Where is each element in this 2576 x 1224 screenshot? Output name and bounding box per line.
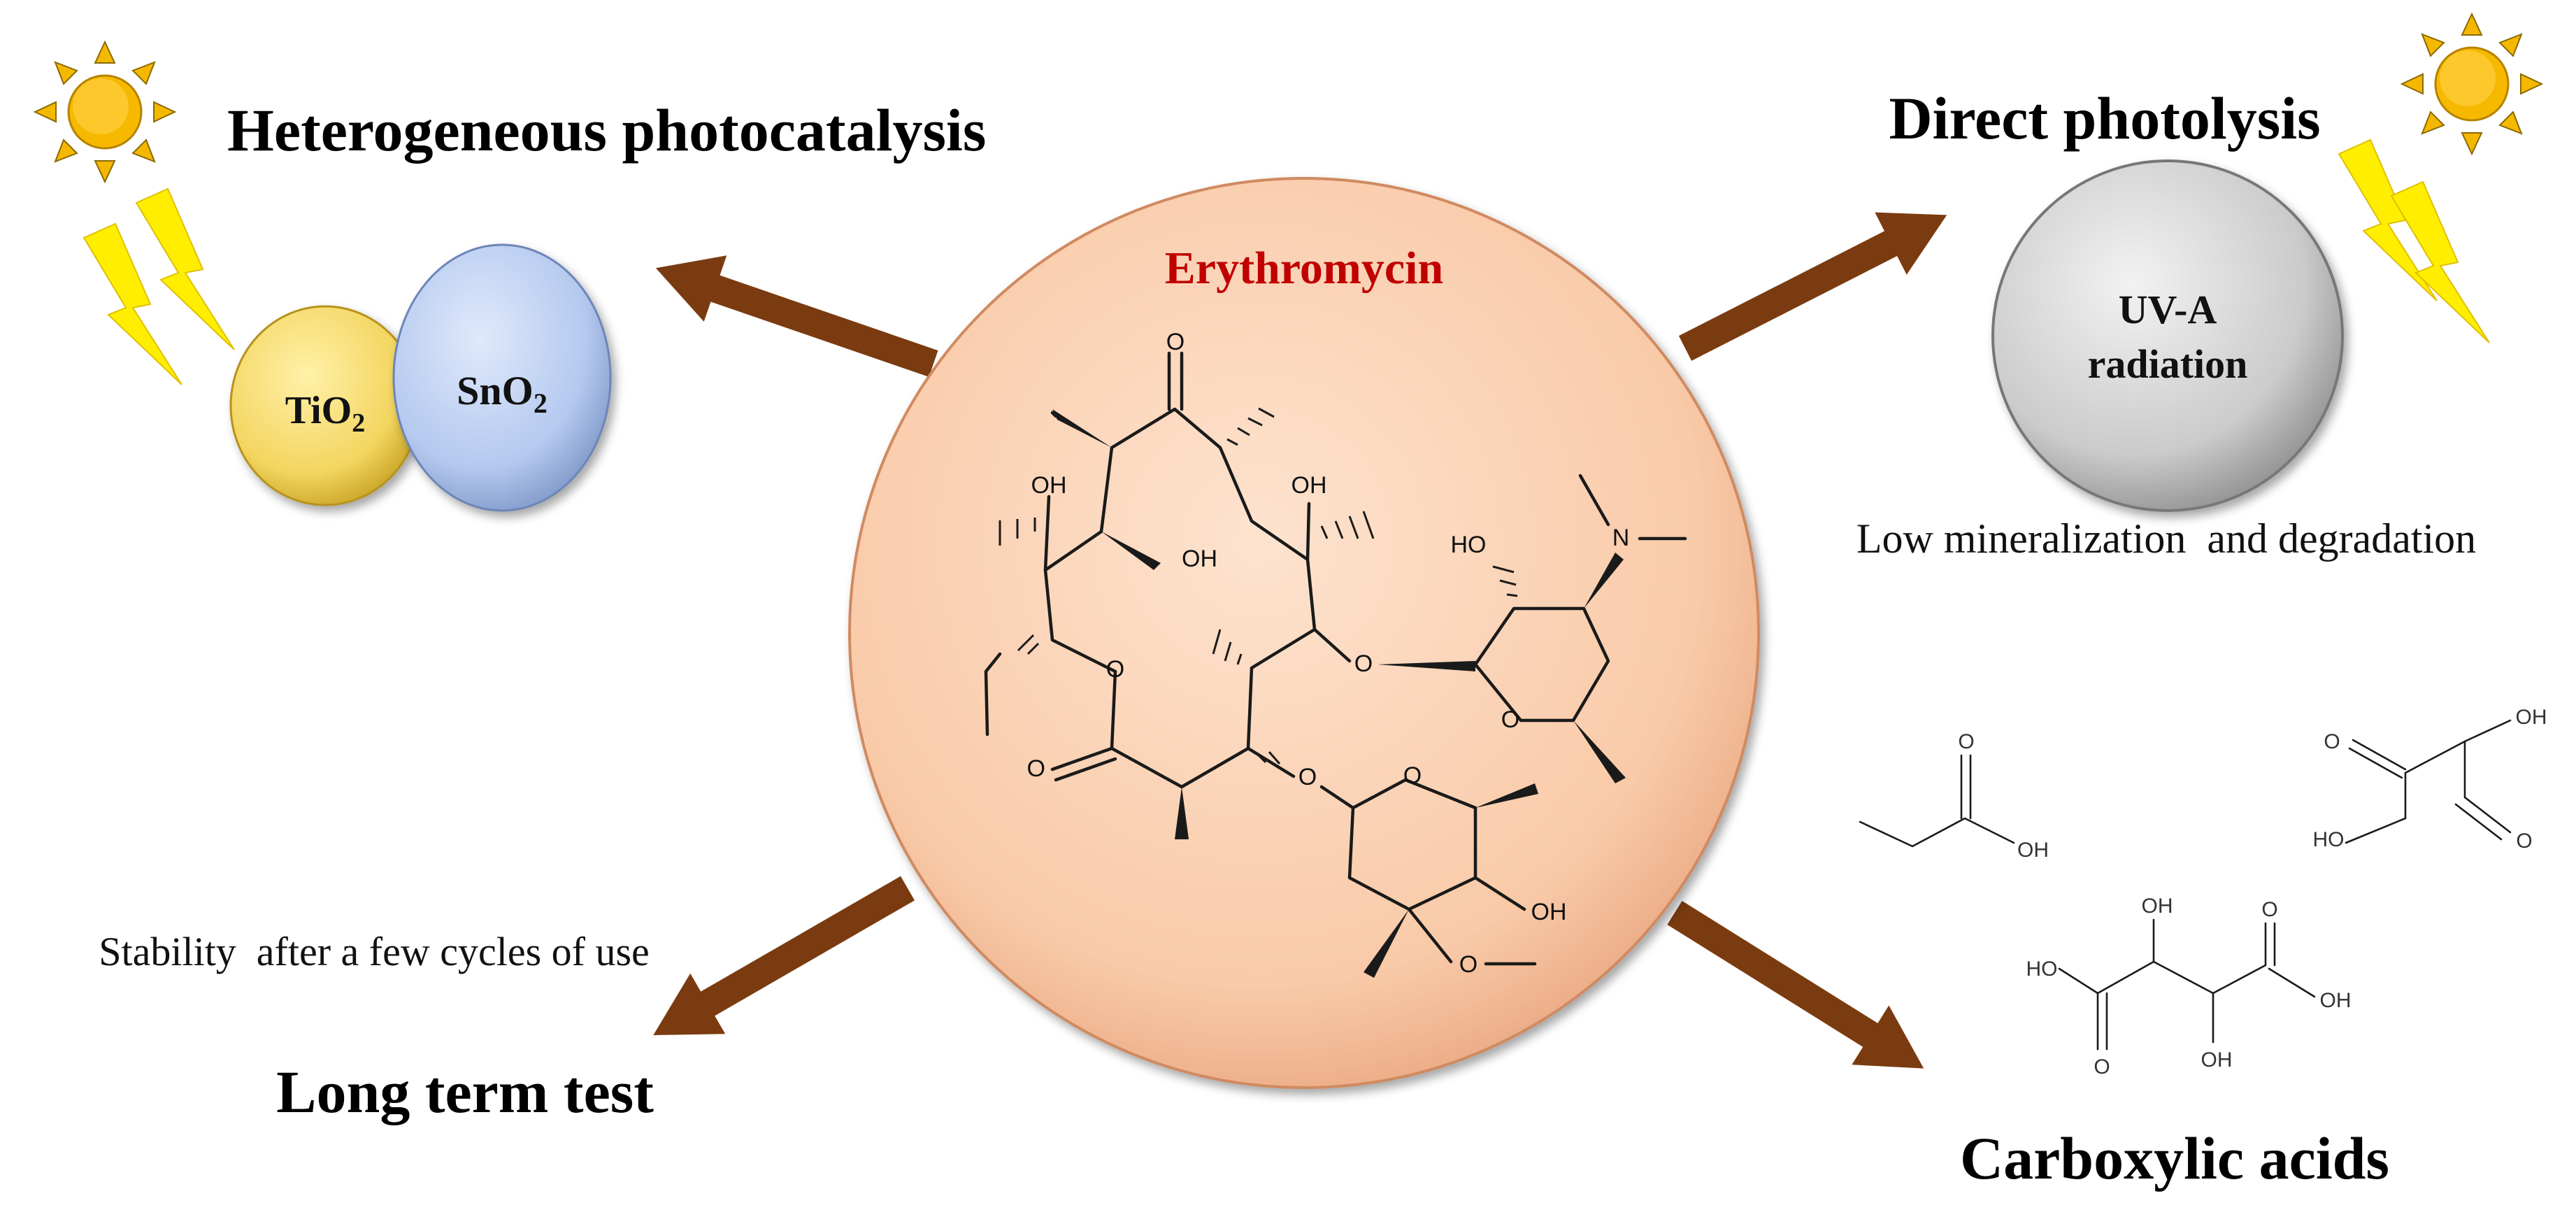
carbonyl-oxygen-label: O	[1027, 755, 1045, 782]
lightning-bolt-icon	[136, 188, 235, 350]
propionic-o-label: O	[1958, 730, 1974, 753]
oxalic-ho-label: HO	[2313, 828, 2345, 851]
tio2-subscript: 2	[352, 408, 365, 438]
sno2-label: SnO	[457, 368, 534, 413]
tartaric-oh-label-3: OH	[2320, 989, 2352, 1012]
lactone-oxygen-label: O	[1106, 656, 1124, 683]
erythromycin-disc	[848, 177, 1760, 1089]
tartaric-o-label-2: O	[2261, 898, 2277, 921]
arrow-to-photolysis	[1669, 183, 1963, 380]
uv-a-label: UV-A	[2119, 287, 2217, 332]
oh-label-2: OH	[1182, 546, 1217, 572]
arrow-to-photocatalysis	[644, 234, 945, 397]
svg-text:TiO2: TiO2	[285, 389, 365, 438]
arrow-to-long-term-test	[636, 857, 925, 1066]
tartaric-oh-label-1: OH	[2142, 895, 2173, 918]
oxalic-oh-label: OH	[2516, 706, 2547, 729]
methoxy-oxygen-label: O	[1459, 951, 1477, 978]
oxalic-o-label-1: O	[2324, 730, 2340, 753]
tartaric-ho-label: HO	[2026, 958, 2058, 981]
sno2-subscript: 2	[534, 387, 548, 419]
desosamine-ring-oxygen: O	[1501, 706, 1519, 733]
erythromycin-title: Erythromycin	[1165, 243, 1443, 294]
photocatalysis-title: Heterogeneous photocatalysis	[227, 97, 986, 164]
oxalic-o-label-2: O	[2516, 830, 2532, 853]
tartaric-o-label-1: O	[2094, 1055, 2110, 1079]
sun-icon	[34, 41, 176, 183]
glycosidic-oxygen-2: O	[1298, 764, 1317, 790]
arrow-to-carboxylic-acids	[1656, 883, 1942, 1098]
propionic-acid-structure: O OH	[1859, 730, 2049, 862]
photolysis-note: Low mineralization and degradation	[1856, 515, 2476, 562]
tartaric-acid-structure: HO O OH OH O OH	[2026, 895, 2352, 1079]
erythromycin-structure: O OH OH OH O O	[984, 329, 1687, 978]
svg-text:SnO2: SnO2	[457, 368, 548, 419]
long-term-title: Long term test	[276, 1058, 654, 1125]
ketone-oxygen-label: O	[1166, 329, 1185, 355]
sun-icon	[2400, 13, 2543, 155]
oxalic-acid-structure: O HO OH O	[2313, 706, 2547, 853]
photolysis-title: Direct photolysis	[1889, 85, 2320, 152]
oh-label-1: OH	[1031, 472, 1067, 499]
tio2-particle: TiO2	[229, 305, 421, 506]
glycosidic-oxygen-1: O	[1354, 650, 1373, 677]
desosamine-ho-label: HO	[1451, 532, 1487, 558]
oh-label-3: OH	[1291, 472, 1327, 499]
radiation-label: radiation	[2088, 341, 2248, 387]
cladinose-oh-label: OH	[1531, 899, 1567, 925]
cladinose-ring-oxygen: O	[1403, 762, 1422, 789]
uv-a-sphere: UV-A radiation	[1991, 159, 2344, 512]
sno2-particle: SnO2	[392, 243, 612, 512]
tio2-label: TiO	[285, 389, 352, 432]
carboxylic-title: Carboxylic acids	[1960, 1125, 2389, 1192]
nitrogen-label: N	[1612, 525, 1630, 551]
long-term-note: Stability after a few cycles of use	[99, 929, 650, 974]
tartaric-oh-label-2: OH	[2201, 1048, 2233, 1072]
propionic-oh-label: OH	[2017, 839, 2049, 862]
